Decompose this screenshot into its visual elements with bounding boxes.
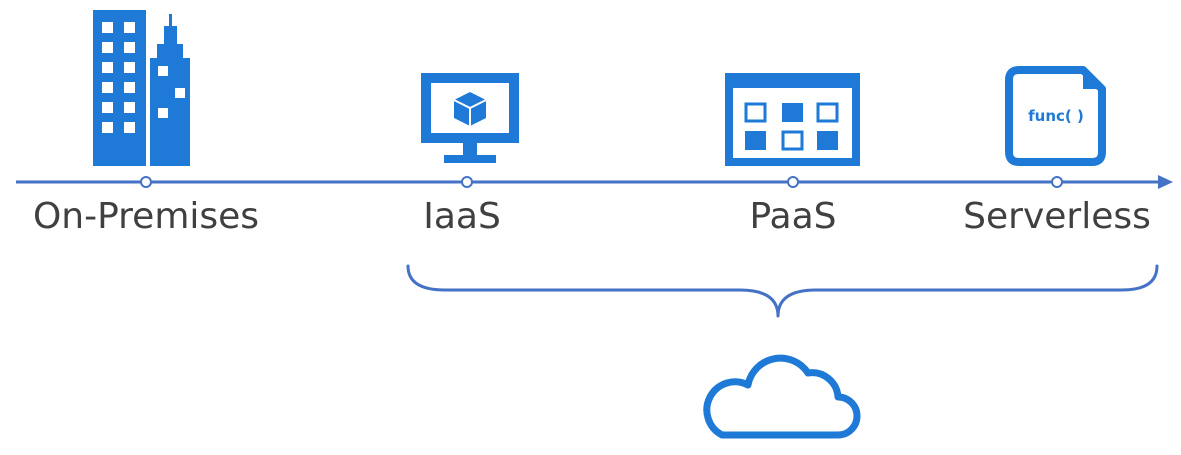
stage-label-iaas: IaaS <box>423 196 501 237</box>
stage-label-on-premises: On-Premises <box>33 196 259 237</box>
app-grid-window-icon <box>725 73 860 166</box>
timeline-arrowhead <box>1158 175 1173 189</box>
cloud-grouping-brace <box>406 264 1159 318</box>
monitor-cube-icon <box>421 73 519 163</box>
stage-label-serverless: Serverless <box>963 196 1151 237</box>
buildings-icon <box>93 10 190 166</box>
timeline-marker-paas <box>787 176 799 188</box>
cloud-icon <box>703 354 861 439</box>
timeline-marker-serverless <box>1051 176 1063 188</box>
function-document-icon: func( ) <box>1005 66 1106 166</box>
timeline-axis <box>16 175 1173 189</box>
timeline-marker-on-premises <box>140 176 152 188</box>
func-label: func( ) <box>1028 107 1084 125</box>
timeline-marker-iaas <box>461 176 473 188</box>
stage-label-paas: PaaS <box>749 196 836 237</box>
